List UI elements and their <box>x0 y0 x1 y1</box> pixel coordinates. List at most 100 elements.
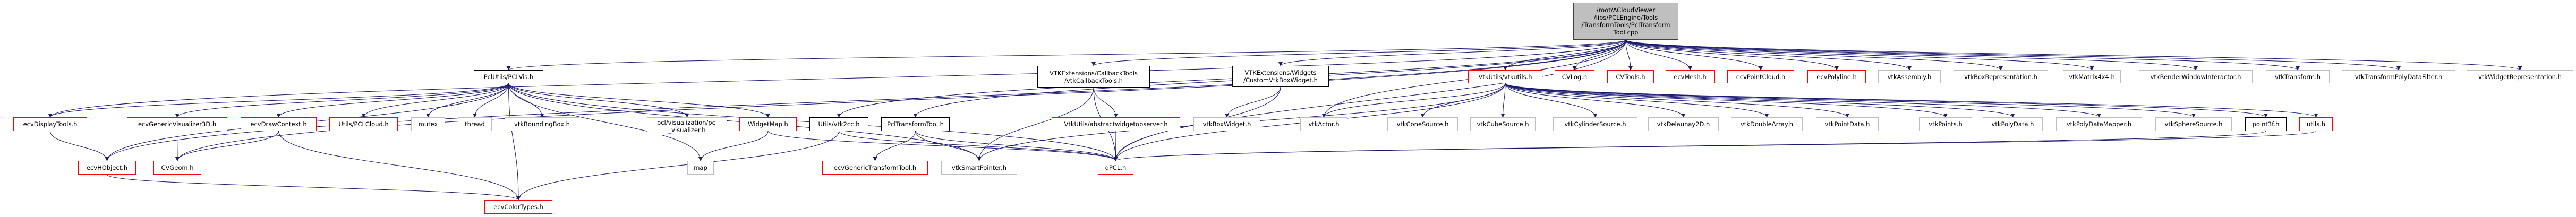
graph-node-vtkutils[interactable]: VtkUtils/vtkutils.h <box>1468 70 1542 83</box>
graph-edge-pclvis-to-ecvgenvis <box>175 83 509 118</box>
graph-node-abswidgetobs[interactable]: VtkUtils/abstractwidgetobserver.h <box>1052 117 1180 131</box>
graph-edge-vtkutils-to-vtkdouble <box>1505 83 1769 118</box>
graph-node-ecvhobject[interactable]: ecvHObject.h <box>78 161 136 175</box>
graph-node-vtkpdmapper: vtkPolyDataMapper.h <box>2056 117 2142 131</box>
graph-node-pcltransformtool[interactable]: PclTransformTool.h <box>881 117 950 131</box>
graph-edge-pclvis-to-mutex <box>426 83 509 118</box>
graph-edge-ecvdrawctx-to-ecvcolortypes <box>278 131 521 201</box>
graph-edge-pclvis-to-vtkbbox <box>508 83 544 118</box>
graph-edge-cbtools-to-abswidgetobs <box>1093 87 1118 118</box>
graph-node-vtkactor: vtkActor.h <box>1300 117 1347 131</box>
graph-edge-root-to-cvtools <box>1625 39 1633 71</box>
graph-node-utils[interactable]: utils.h <box>2299 117 2333 131</box>
graph-edge-root-to-vtkmatrix <box>1625 39 2094 71</box>
graph-edge-pcltransformtool-to-ecvgentransform <box>873 131 916 161</box>
graph-node-vtkcyl: vtkCylinderSource.h <box>1553 117 1637 131</box>
graph-edge-cbtools-to-vtksmartptr <box>977 87 1094 161</box>
graph-node-vtkassembly: vtkAssembly.h <box>1878 70 1941 83</box>
graph-node-vtkpoints: vtkPoints.h <box>1919 117 1972 131</box>
graph-node-thread: thread <box>458 117 492 131</box>
graph-node-vtkcone: vtkConeSource.h <box>1387 117 1458 131</box>
graph-edge-root-to-cbtools <box>1091 39 1626 66</box>
graph-edge-vtkutils-to-utils <box>1505 83 2318 118</box>
graph-edge-root-to-ecvmesh <box>1625 39 1692 71</box>
graph-edge-pclvis-to-pclvisualizer <box>508 83 689 118</box>
graph-edge-root-to-cvlog <box>1572 39 1626 71</box>
graph-edge-pclvis-to-widgetmap <box>508 83 770 118</box>
graph-node-vtkrwi: vtkRenderWindowInteractor.h <box>2139 70 2253 83</box>
graph-node-vtktransform: vtkTransform.h <box>2266 70 2330 83</box>
graph-edge-vtkutils-to-vtkactor <box>1321 83 1506 118</box>
graph-edge-vtk2cc-to-ecvcolortypes <box>516 131 839 201</box>
graph-edge-pcltransformtool-to-qpcl <box>915 131 1118 161</box>
graph-edge-root-to-vtkutils <box>1503 39 1626 71</box>
graph-node-ecvpolyline[interactable]: ecvPolyline.h <box>1807 70 1866 83</box>
graph-node-vtkmatrix: vtkMatrix4x4.h <box>2063 70 2121 83</box>
graph-edge-vtkutils-to-vtkdelaunay <box>1505 83 1686 118</box>
graph-edge-ecvgenvis-to-cvgeom <box>175 131 180 161</box>
graph-node-mutex: mutex <box>411 117 445 131</box>
graph-node-cvgeom[interactable]: CVGeom.h <box>153 161 201 175</box>
graph-edge-root-to-ecvpolyline <box>1625 39 1839 71</box>
graph-node-pclvis[interactable]: PclUtils/PCLVis.h <box>474 70 543 83</box>
graph-edge-root-to-ecvhobject <box>105 39 1626 161</box>
graph-edge-vtkutils-to-vtkpoints <box>1505 83 1948 118</box>
graph-edge-pclvis-to-ecvdisplaytools <box>48 83 509 118</box>
graph-edge-pcltransformtool-to-vtksmartptr <box>915 131 982 161</box>
graph-node-vtksmartptr: vtkSmartPointer.h <box>941 161 1017 175</box>
graph-edge-vtkutils-to-vtkpdmapper <box>1505 83 2101 118</box>
graph-node-vtkboxrep: vtkBoxRepresentation.h <box>1954 70 2048 83</box>
graph-node-ecvpointcloud[interactable]: ecvPointCloud.h <box>1727 70 1794 83</box>
graph-edge-root-to-vtkboxrep <box>1625 39 2003 71</box>
graph-node-ecvdisplaytools[interactable]: ecvDisplayTools.h <box>13 117 87 131</box>
graph-node-pclcloud[interactable]: Utils/PCLCloud.h <box>329 117 398 131</box>
graph-node-map: map <box>687 161 714 175</box>
graph-node-ecvmesh[interactable]: ecvMesh.h <box>1666 70 1715 83</box>
graph-node-ecvgenvis[interactable]: ecvGenericVisualizer3D.h <box>127 117 227 131</box>
graph-node-cvlog[interactable]: CVLog.h <box>1555 70 1594 83</box>
graph-edge-root-to-vtktpdf <box>1625 39 2401 71</box>
graph-edge-pclvis-to-pclcloud <box>361 83 509 118</box>
graph-node-root[interactable]: /root/ACloudViewer /libs/PCLEngine/Tools… <box>1573 3 1678 40</box>
graph-node-ecvgentransform[interactable]: ecvGenericTransformTool.h <box>822 161 928 175</box>
graph-node-boxwidget_custom[interactable]: VTKExtensions/Widgets /CustomVtkBoxWidge… <box>1232 66 1329 87</box>
graph-edge-root-to-ecvdisplaytools <box>48 39 1626 118</box>
graph-node-vtktpdf: vtkTransformPolyDataFilter.h <box>2342 70 2455 83</box>
graph-edge-root-to-pclvis <box>507 39 1626 71</box>
graph-edge-vtkutils-to-vtkpointdata <box>1505 83 1849 118</box>
graph-node-vtkpolydata: vtkPolyData.h <box>1983 117 2043 131</box>
graph-edge-vtkutils-to-vtkcyl <box>1505 83 1598 118</box>
graph-edge-vtkutils-to-vtkpolydata <box>1505 83 2015 118</box>
graph-edge-root-to-vtkwidgetrep <box>1625 39 2522 71</box>
graph-node-vtksphere: vtkSphereSource.h <box>2155 117 2232 131</box>
graph-node-cbtools[interactable]: VTKExtensions/CallbackTools /vtkCallback… <box>1037 66 1150 88</box>
graph-edge-vtkutils-to-vtksphere <box>1505 83 2196 118</box>
graph-node-widgetmap[interactable]: WidgetMap.h <box>739 117 797 131</box>
graph-edge-pclvis-to-map <box>508 83 703 161</box>
graph-node-point3f[interactable]: point3f.h <box>2245 117 2287 131</box>
graph-node-vtkdelaunay: vtkDelaunay2D.h <box>1648 117 1719 131</box>
graph-node-ecvcolortypes[interactable]: ecvColorTypes.h <box>484 200 552 214</box>
graph-edge-pclvis-to-thread <box>473 83 509 118</box>
graph-node-qpcl[interactable]: qPCL.h <box>1098 161 1133 175</box>
graph-edge-boxwidget_custom-to-vtkboxwidget <box>1225 86 1281 118</box>
graph-edge-root-to-vtkrwi <box>1625 39 2198 71</box>
graph-edge-widgetmap-to-qpcl <box>767 131 1118 161</box>
graph-node-vtkcube: vtkCubeSource.h <box>1470 117 1536 131</box>
graph-node-vtkwidgetrep: vtkWidgetRepresentation.h <box>2467 70 2573 83</box>
graph-node-vtkboxwidget: vtkBoxWidget.h <box>1193 117 1260 131</box>
graph-node-cvtools[interactable]: CVTools.h <box>1607 70 1654 83</box>
graph-edge-root-to-ecvpointcloud <box>1625 39 1763 71</box>
graph-edge-vtk2cc-to-qpcl <box>839 131 1118 161</box>
graph-edge-utils-to-qpcl <box>1114 131 2316 161</box>
graph-node-ecvdrawctx[interactable]: ecvDrawContext.h <box>241 117 317 131</box>
graph-edge-pclvis-to-ecvcolortypes <box>508 83 521 201</box>
graph-node-pclvisualizer: pcl/visualization/pcl _visualizer.h <box>647 117 727 135</box>
graph-node-vtk2cc[interactable]: Utils/vtk2cc.h <box>809 117 868 131</box>
graph-edge-ecvdisplaytools-to-ecvhobject <box>50 131 109 161</box>
graph-node-vtkdouble: vtkDoubleArray.h <box>1731 117 1803 131</box>
graph-edge-ecvdrawctx-to-cvgeom <box>175 131 279 161</box>
graph-edge-pclvis-to-ecvdrawctx <box>276 83 509 118</box>
graph-edge-widgetmap-to-map <box>698 131 769 161</box>
